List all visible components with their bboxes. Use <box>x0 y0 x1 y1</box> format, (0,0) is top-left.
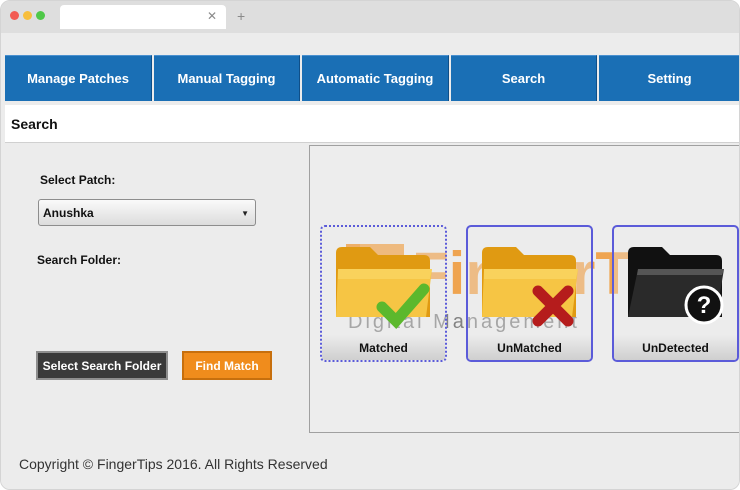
find-match-button[interactable]: Find Match <box>182 351 272 380</box>
tab-manual-tagging[interactable]: Manual Tagging <box>154 55 300 101</box>
folder-cross-icon <box>482 247 578 327</box>
new-tab-icon[interactable]: + <box>237 8 246 24</box>
unmatched-label: UnMatched <box>468 335 591 360</box>
tab-manage-patches[interactable]: Manage Patches <box>5 55 152 101</box>
patch-select-value: Anushka <box>43 206 94 220</box>
copyright-footer: Copyright © FingerTips 2016. All Rights … <box>19 456 328 472</box>
select-search-folder-button[interactable]: Select Search Folder <box>36 351 168 380</box>
svg-text:?: ? <box>697 292 712 319</box>
undetected-result-card[interactable]: ? UnDetected <box>612 225 739 362</box>
unmatched-result-card[interactable]: UnMatched <box>466 225 593 362</box>
close-window-icon[interactable] <box>10 11 19 20</box>
folder-check-icon <box>336 247 432 330</box>
chevron-down-icon: ▼ <box>241 209 249 218</box>
matched-label: Matched <box>322 335 445 360</box>
matched-result-card[interactable]: Matched <box>320 225 447 362</box>
browser-tab[interactable]: ✕ <box>60 5 226 29</box>
page-title-bar: Search <box>5 105 739 143</box>
app-content: Manage Patches Manual Tagging Automatic … <box>1 33 739 489</box>
tab-search[interactable]: Search <box>451 55 597 101</box>
select-patch-label: Select Patch: <box>40 173 116 187</box>
search-folder-label: Search Folder: <box>37 253 122 267</box>
close-tab-icon[interactable]: ✕ <box>206 9 217 23</box>
page-title: Search <box>11 116 58 132</box>
patch-select[interactable]: Anushka ▼ <box>38 199 256 226</box>
tab-automatic-tagging[interactable]: Automatic Tagging <box>302 55 449 101</box>
main-tab-bar: Manage Patches Manual Tagging Automatic … <box>1 55 739 101</box>
minimize-window-icon[interactable] <box>23 11 32 20</box>
tab-setting[interactable]: Setting <box>599 55 739 101</box>
undetected-label: UnDetected <box>614 335 737 360</box>
browser-chrome: ✕ + <box>1 1 739 33</box>
results-panel: FingerTips Digital Management Matched <box>309 145 739 433</box>
search-form-panel: Select Patch: Anushka ▼ Search Folder: S… <box>1 145 308 435</box>
folder-question-icon: ? <box>628 247 724 325</box>
maximize-window-icon[interactable] <box>36 11 45 20</box>
